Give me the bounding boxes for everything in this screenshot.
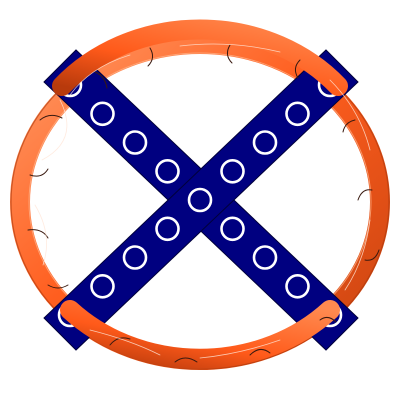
beam-hole-icon xyxy=(285,273,310,299)
beam-hole-icon xyxy=(90,101,115,127)
crossed-beams-icon xyxy=(43,49,359,351)
beam-hole-icon xyxy=(187,187,213,213)
beam-hole-icon xyxy=(252,245,278,270)
beam-hole-icon xyxy=(285,101,310,127)
beam-hole-icon xyxy=(155,216,180,242)
beam-top-right-to-bottom-left xyxy=(43,49,359,351)
beam-hole-icon xyxy=(155,159,180,184)
beam-hole-icon xyxy=(122,245,148,270)
beam-hole-icon xyxy=(90,273,115,299)
beam-hole-icon xyxy=(220,216,245,242)
beam-hole-icon xyxy=(252,130,278,155)
beam-holes xyxy=(57,72,343,328)
beam-hole-icon xyxy=(122,130,148,155)
beam-hole-icon xyxy=(220,159,245,184)
hoop-ring-seams xyxy=(27,43,380,363)
